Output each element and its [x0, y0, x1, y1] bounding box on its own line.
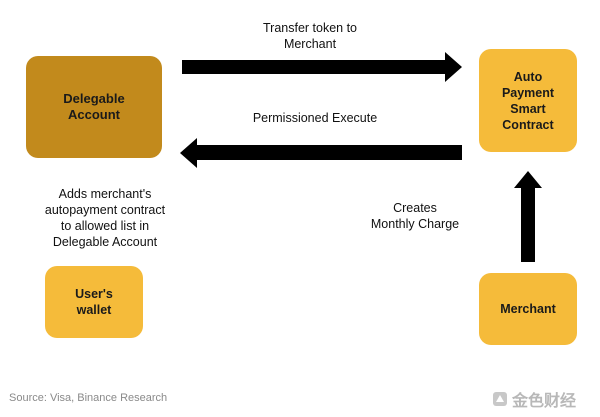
watermark-logo-icon	[493, 392, 507, 406]
source-note: Source: Visa, Binance Research	[9, 392, 168, 404]
watermark: 金色财经	[492, 387, 576, 411]
permissioned-execute-label: Permissioned Execute	[252, 111, 378, 125]
users-wallet-node: User's wallet	[45, 266, 143, 338]
auto-payment-contract-node: Auto Payment Smart Contract	[479, 49, 577, 152]
adds-merchant-label: Adds merchant's autopayment contract to …	[44, 187, 166, 249]
arrow-creates-charge	[514, 171, 542, 262]
merchant-node: Merchant	[479, 273, 577, 345]
watermark-text: 金色财经	[512, 393, 577, 410]
creates-charge-label: Creates Monthly Charge	[370, 201, 460, 231]
transfer-token-label: Transfer token to Merchant	[262, 21, 358, 51]
arrow-transfer-token	[182, 52, 462, 82]
delegable-account-node: Delegable Account	[26, 56, 162, 158]
arrow-permissioned-execute	[180, 138, 462, 168]
